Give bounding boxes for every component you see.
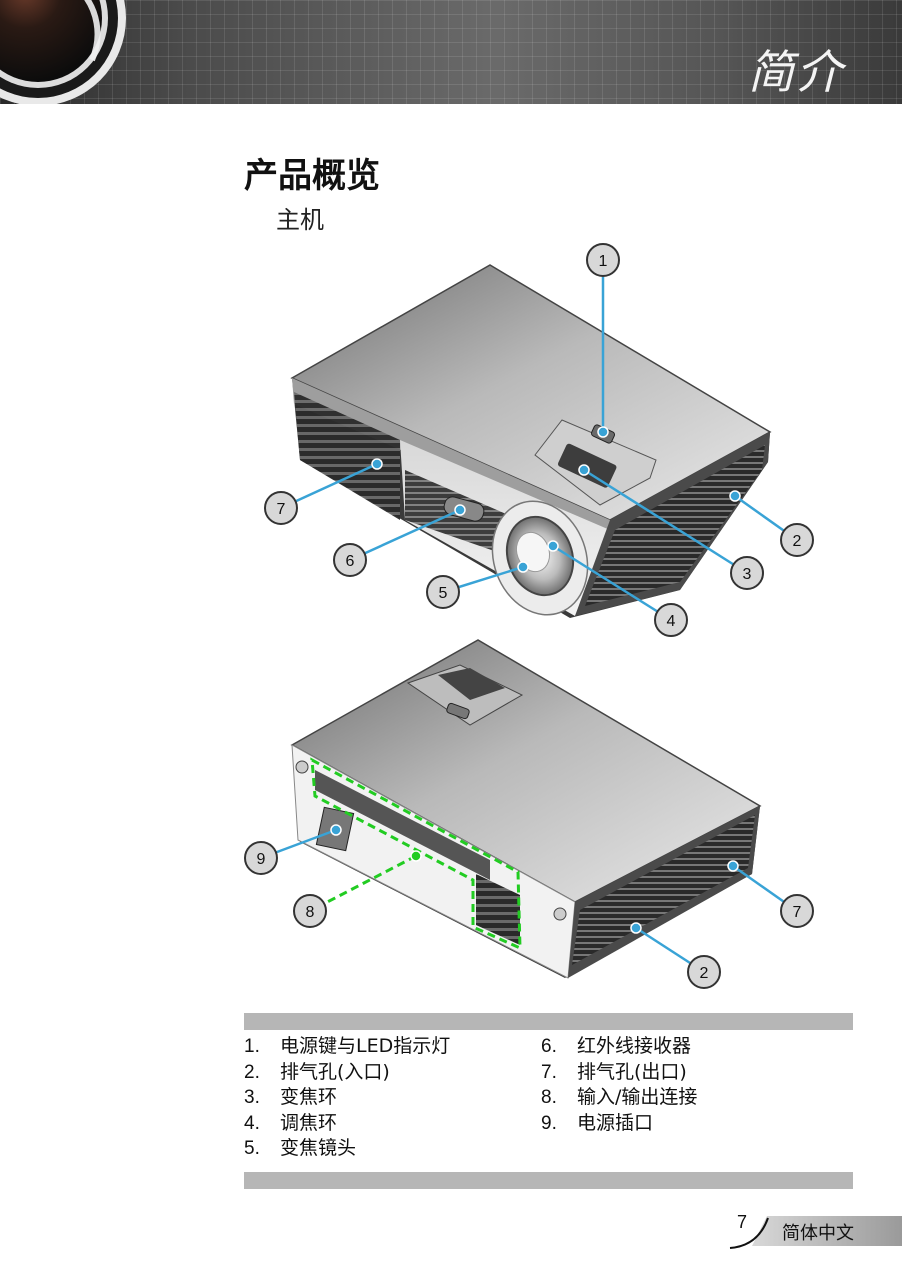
callout-8-rear: 8 (293, 894, 327, 928)
io-highlight-dashed (310, 757, 522, 951)
svg-text:1: 1 (599, 253, 608, 270)
legend-item: 7.排气孔(出口) (541, 1060, 687, 1083)
page-number: 7 (737, 1212, 748, 1232)
callout-5: 5 (426, 575, 460, 609)
lens-graphic-icon (0, 0, 126, 104)
projector-figures: 1 2 3 4 5 6 7 9 8 7 2 (244, 243, 814, 989)
projector-front-view (290, 264, 772, 618)
legend-item: 1.电源键与LED指示灯 (244, 1035, 451, 1057)
legend-top-bar (244, 1013, 853, 1030)
legend-right-column: 6.红外线接收器 7.排气孔(出口) 8.输入/输出连接 9.电源插口 (541, 1034, 697, 1136)
legend-item: 9.电源插口 (541, 1111, 654, 1134)
svg-text:5: 5 (439, 585, 448, 602)
svg-text:6: 6 (346, 553, 355, 570)
svg-text:4: 4 (667, 613, 676, 630)
callout-2-rear: 2 (687, 955, 721, 989)
page-subtitle: 主机 (276, 206, 324, 234)
legend-item: 2.排气孔(入口) (244, 1060, 390, 1083)
callout-6: 6 (333, 543, 367, 577)
svg-text:8: 8 (306, 904, 315, 921)
svg-text:2: 2 (700, 965, 709, 982)
language-tab (752, 1216, 902, 1246)
legend-item: 3.变焦环 (244, 1086, 338, 1109)
page-title: 产品概览 (244, 156, 380, 196)
legend-item: 6.红外线接收器 (541, 1035, 692, 1057)
svg-text:7: 7 (793, 904, 802, 921)
bottom-leader-dots (330, 824, 739, 934)
language-tab-label: 简体中文 (782, 1223, 854, 1244)
svg-text:7: 7 (277, 501, 286, 518)
svg-text:3: 3 (743, 566, 752, 583)
callout-4: 4 (654, 603, 688, 637)
header-grid-texture (0, 0, 902, 104)
header-banner: 简介 (0, 0, 902, 104)
footer-swoosh-icon (729, 1217, 769, 1249)
legend-item: 8.输入/输出连接 (541, 1086, 698, 1109)
legend-left-column: 1.电源键与LED指示灯 2.排气孔(入口) 3.变焦环 4.调焦环 5.变焦镜… (244, 1034, 450, 1162)
projector-rear-view (290, 639, 762, 979)
top-leader-dots (371, 426, 741, 573)
legend-bottom-bar (244, 1172, 853, 1189)
svg-text:2: 2 (793, 533, 802, 550)
callout-2: 2 (780, 523, 814, 557)
svg-text:9: 9 (257, 851, 266, 868)
top-leader-lines (280, 277, 798, 622)
legend-item: 4.调焦环 (244, 1111, 338, 1134)
io-leader-dashed (309, 854, 417, 913)
callout-7: 7 (264, 491, 298, 525)
callout-3: 3 (730, 556, 764, 590)
section-title: 简介 (748, 45, 844, 99)
legend-item: 5.变焦镜头 (244, 1137, 357, 1160)
callout-9-rear: 9 (244, 841, 278, 875)
callout-7-rear: 7 (780, 894, 814, 928)
callout-1: 1 (586, 243, 620, 277)
